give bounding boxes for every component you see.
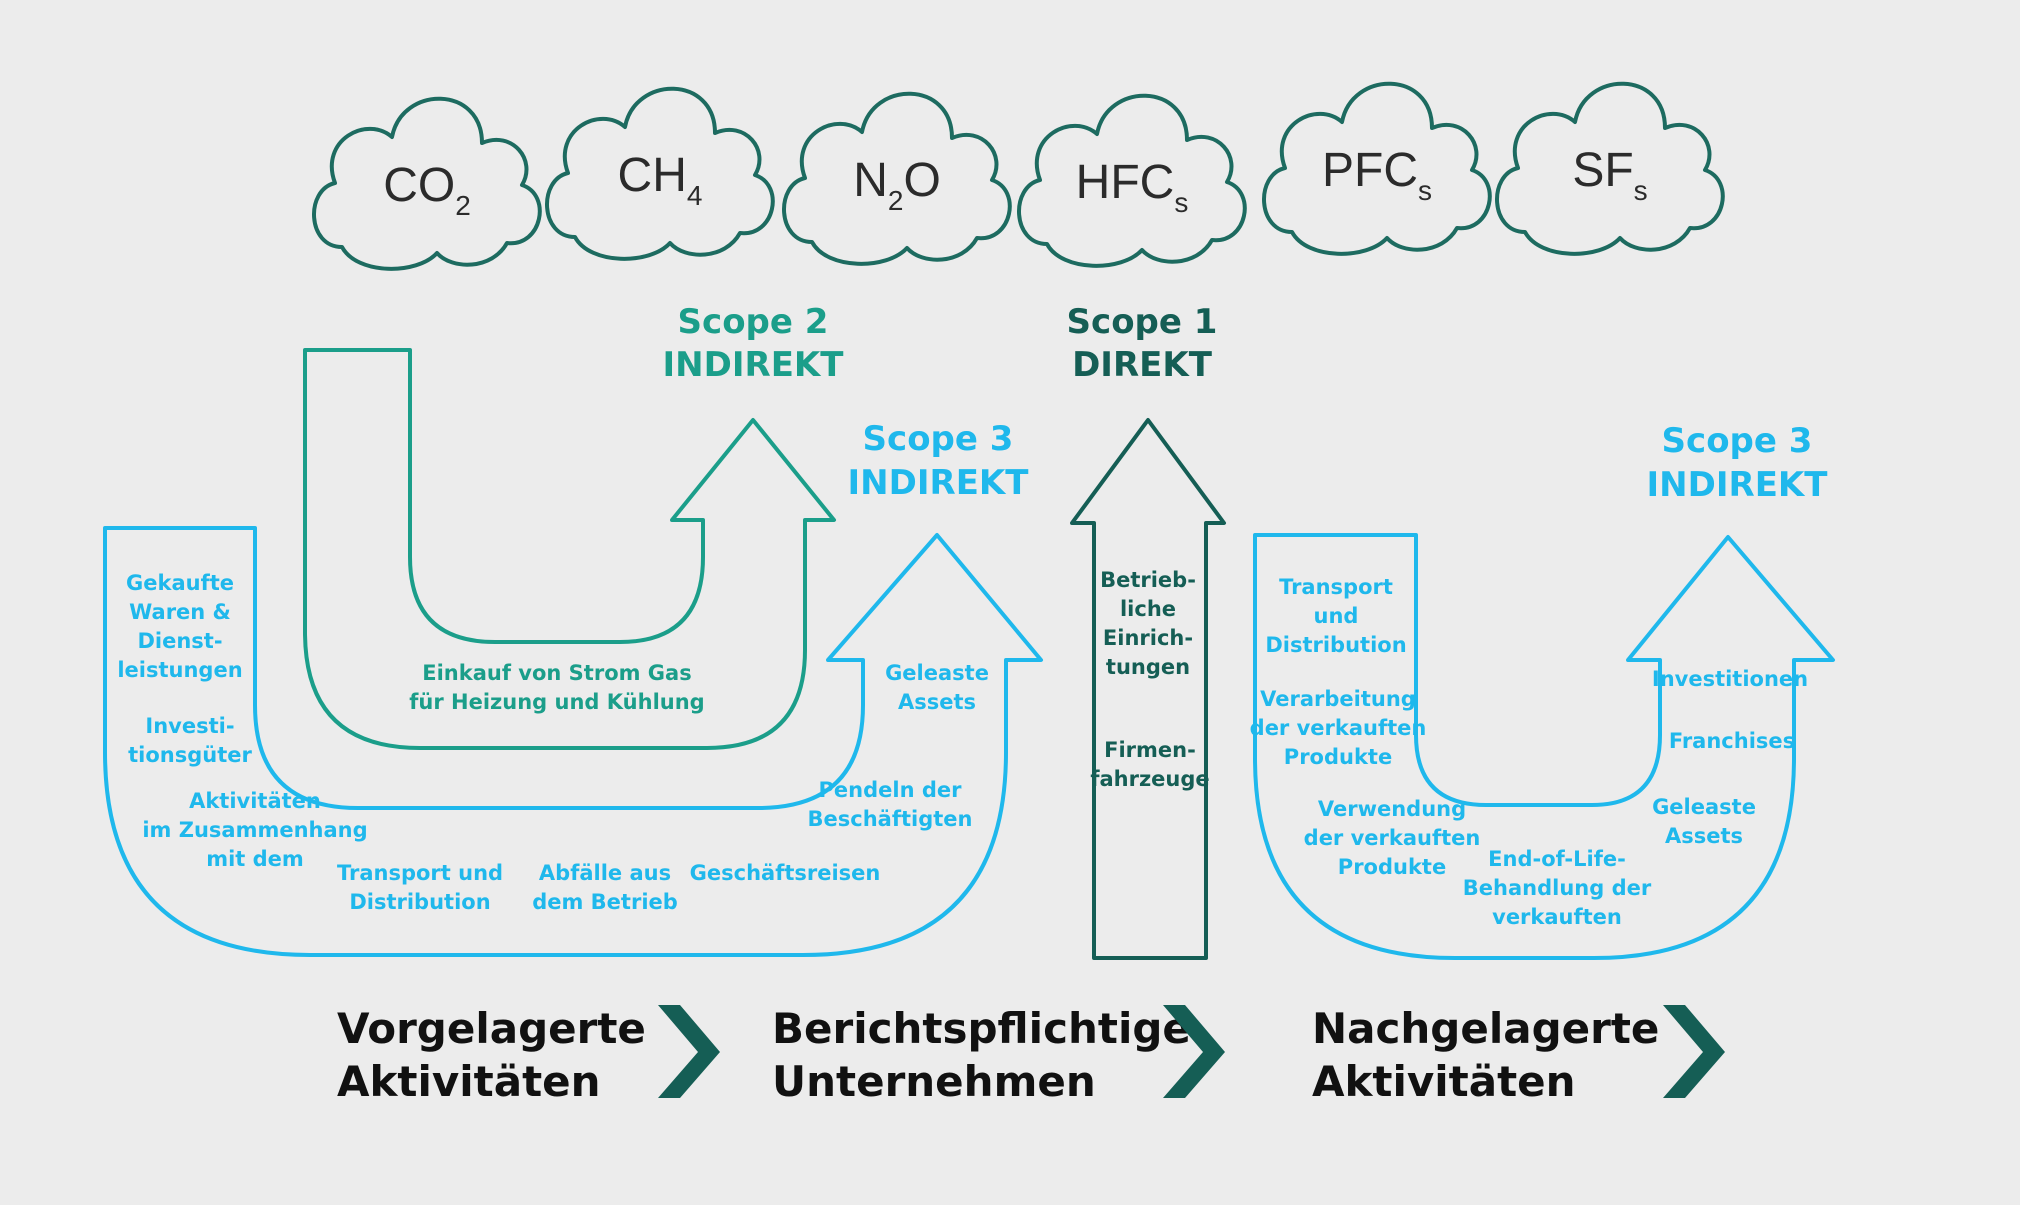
cloud-icon bbox=[782, 91, 1012, 266]
gas-formula: PFCs bbox=[1322, 144, 1432, 206]
scope3-downstream-arrow bbox=[1253, 533, 1835, 960]
scope3-upstream-header: Scope 3 INDIREKT bbox=[848, 419, 1030, 503]
chevron-right-icon bbox=[1663, 1005, 1725, 1098]
scope3-upstream-type: INDIREKT bbox=[848, 463, 1030, 503]
scope3-downstream-item: Investitionen bbox=[1652, 667, 1808, 691]
scope1-type: DIREKT bbox=[1072, 345, 1213, 385]
gas-formula: SFs bbox=[1572, 144, 1647, 206]
gas-cloud-5: PFCs bbox=[1262, 81, 1492, 256]
scope2-arrow bbox=[303, 348, 836, 750]
scope3-upstream-item: Geschäftsreisen bbox=[690, 861, 881, 885]
scope2-title: Scope 2 bbox=[678, 302, 829, 342]
scope3-downstream-header: Scope 3 INDIREKT bbox=[1647, 421, 1829, 505]
scope2-type: INDIREKT bbox=[663, 345, 845, 385]
cloud-icon bbox=[545, 86, 775, 261]
gas-cloud-4: HFCs bbox=[1017, 93, 1247, 268]
scope1-title: Scope 1 bbox=[1067, 302, 1218, 342]
chevron-right-icon bbox=[658, 1005, 720, 1098]
chevron-right-icon bbox=[1163, 1005, 1225, 1098]
cloud-icon bbox=[1495, 81, 1725, 256]
scope2-header: Scope 2 INDIREKT bbox=[663, 302, 845, 385]
scope3-downstream-item: Franchises bbox=[1669, 729, 1795, 753]
scope1-header: Scope 1 DIREKT bbox=[1067, 302, 1218, 385]
scope3-upstream-item: Investi-tionsgüter bbox=[128, 714, 252, 767]
cloud-icon bbox=[1017, 93, 1247, 268]
gas-clouds: CO2 CH4 N2O HFCs PFCs SFs bbox=[312, 81, 1725, 271]
gas-cloud-1: CO2 bbox=[312, 96, 542, 271]
gas-formula: CH4 bbox=[618, 149, 703, 211]
scope3-downstream-type: INDIREKT bbox=[1647, 465, 1829, 505]
gas-cloud-3: N2O bbox=[782, 91, 1012, 266]
scope3-upstream-arrow bbox=[103, 526, 1043, 957]
scope3-downstream-title: Scope 3 bbox=[1662, 421, 1813, 461]
cloud-icon bbox=[1262, 81, 1492, 256]
gas-formula: CO2 bbox=[383, 159, 471, 221]
gas-formula: N2O bbox=[853, 154, 941, 216]
scope3-upstream-title: Scope 3 bbox=[863, 419, 1014, 459]
cloud-icon bbox=[312, 96, 542, 271]
gas-cloud-2: CH4 bbox=[545, 86, 775, 261]
gas-formula: HFCs bbox=[1076, 156, 1189, 218]
gas-cloud-6: SFs bbox=[1495, 81, 1725, 256]
scope1-item: Firmen-fahrzeuge bbox=[1090, 738, 1209, 791]
scope1-arrow bbox=[1070, 418, 1226, 960]
